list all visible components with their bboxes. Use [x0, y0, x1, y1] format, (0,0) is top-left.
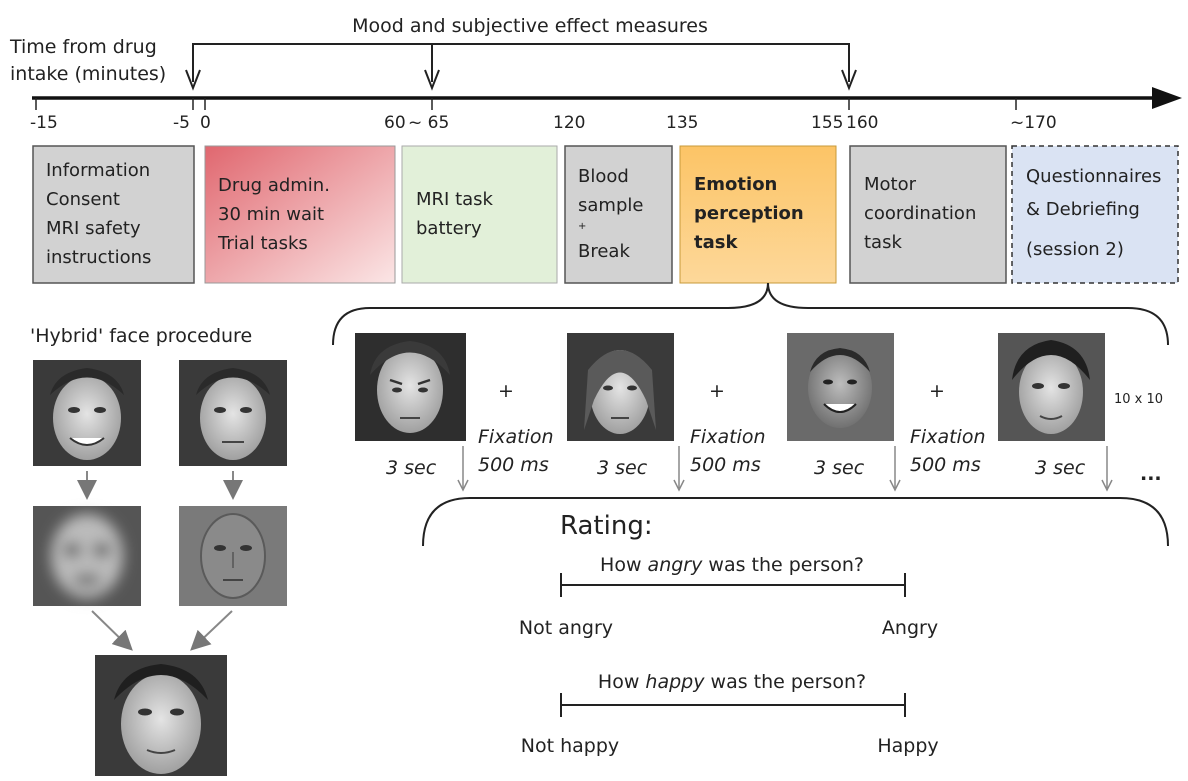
- fixation-duration-2: 500 ms: [690, 454, 761, 476]
- time-axis: [32, 87, 1182, 110]
- rating-happy-left: Not happy: [521, 735, 619, 757]
- stim-face-happy: [787, 333, 894, 441]
- stim-face-hybrid: [998, 333, 1105, 441]
- tick-120: 120: [553, 113, 585, 133]
- fixation-plus-3: +: [929, 380, 945, 402]
- box-questionnaires: Questionnaires & Debriefing (session 2): [1011, 145, 1179, 284]
- box-quest-line3: (session 2): [1026, 239, 1124, 260]
- hybrid-face-happy: [33, 360, 141, 466]
- fixation-duration-1: 500 ms: [478, 454, 549, 476]
- rating-happy-right: Happy: [877, 735, 938, 757]
- box-information-line3: MRI safety: [46, 218, 141, 239]
- fixation-plus-1: +: [498, 380, 514, 402]
- tick-135: 135: [666, 113, 698, 133]
- box-emotion-line1: Emotion: [694, 174, 777, 195]
- fixation-1: + Fixation 500 ms: [478, 380, 554, 476]
- rating-question-happy: How happy was the person?: [598, 671, 866, 693]
- tick-0: 0: [200, 113, 211, 133]
- box-quest-line2: & Debriefing: [1026, 199, 1140, 220]
- tick-minus-15: -15: [30, 113, 58, 133]
- box-drug-line1: Drug admin.: [218, 175, 330, 196]
- fixation-label-2: Fixation: [690, 426, 766, 448]
- hybrid-face-combined: [95, 655, 227, 776]
- box-emotion-perception: Emotion perception task: [679, 145, 837, 284]
- hybrid-arrows-bottom: [91, 610, 233, 651]
- box-drug-line2: 30 min wait: [218, 204, 324, 225]
- tick-160: 160: [846, 113, 878, 133]
- box-motor-line2: coordination: [864, 203, 976, 224]
- box-quest-line1: Questionnaires: [1026, 166, 1161, 187]
- rating-brace: [422, 497, 1169, 547]
- face-duration-4: 3 sec: [1035, 457, 1086, 479]
- box-drug-admin: Drug admin. 30 min wait Trial tasks: [204, 145, 396, 284]
- stim-face-angry: [355, 333, 466, 441]
- measures-bracket: [185, 43, 857, 91]
- emotion-task-brace: [332, 282, 1169, 346]
- box-blood-sample: Blood sample + Break: [564, 145, 673, 284]
- face-duration-3: 3 sec: [814, 457, 865, 479]
- fixation-label-3: Fixation: [910, 426, 986, 448]
- fixation-3: + Fixation 500 ms: [910, 380, 986, 476]
- box-motor-line3: task: [864, 232, 902, 253]
- box-drug-line3: Trial tasks: [217, 233, 308, 254]
- box-blood-plus: +: [578, 221, 586, 232]
- box-motor: Motor coordination task: [849, 145, 1007, 284]
- rating-question-angry: How angry was the person?: [600, 554, 864, 576]
- time-ticks: -15 -5 0 60 ~ 65 120 135 155 160 ~170: [30, 113, 1057, 133]
- box-motor-line1: Motor: [864, 174, 917, 195]
- fixation-plus-2: +: [709, 380, 725, 402]
- box-blood-line2: sample: [578, 195, 643, 216]
- box-mri: MRI task battery: [401, 145, 558, 284]
- rating-scale-happy: [560, 693, 906, 717]
- repeat-label: 10 x 10: [1114, 392, 1163, 407]
- box-mri-line1: MRI task: [416, 189, 494, 210]
- tick-170: ~170: [1010, 113, 1057, 133]
- rating-title: Rating:: [560, 511, 653, 541]
- hybrid-face-highpass: [179, 506, 287, 606]
- stim-face-neutral: [567, 333, 674, 441]
- measures-label: Mood and subjective effect measures: [352, 15, 708, 37]
- time-axis-label-line2: intake (minutes): [10, 63, 166, 85]
- tick-minus-5: -5: [173, 113, 190, 133]
- box-information: Information Consent MRI safety instructi…: [32, 145, 195, 284]
- rating-angry-right: Angry: [882, 617, 938, 639]
- hybrid-face-lowpass: [33, 506, 141, 606]
- tick-60: 60: [384, 113, 406, 133]
- box-information-line2: Consent: [46, 189, 120, 210]
- fixation-label-1: Fixation: [478, 426, 554, 448]
- hybrid-face-neutral: [179, 360, 287, 466]
- fixation-2: + Fixation 500 ms: [690, 380, 766, 476]
- rating-angry-left: Not angry: [519, 617, 613, 639]
- box-information-line4: instructions: [46, 247, 151, 268]
- box-blood-line1: Blood: [578, 166, 629, 187]
- fixation-duration-3: 500 ms: [910, 454, 981, 476]
- box-emotion-line2: perception: [694, 203, 804, 224]
- tick-155: 155: [811, 113, 843, 133]
- box-blood-line3: Break: [578, 241, 630, 262]
- rating-scale-angry: [560, 573, 906, 597]
- tick-65: ~ 65: [408, 113, 449, 133]
- box-mri-line2: battery: [416, 218, 482, 239]
- sequence-ellipsis: ...: [1140, 463, 1162, 485]
- hybrid-arrows-top: [77, 471, 243, 500]
- time-axis-label-line1: Time from drug: [9, 36, 157, 58]
- face-duration-2: 3 sec: [597, 457, 648, 479]
- sequence-arrows: [457, 446, 1113, 492]
- box-emotion-line3: task: [694, 232, 738, 253]
- box-information-line1: Information: [46, 160, 150, 181]
- face-duration-1: 3 sec: [386, 457, 437, 479]
- hybrid-title: 'Hybrid' face procedure: [30, 325, 252, 347]
